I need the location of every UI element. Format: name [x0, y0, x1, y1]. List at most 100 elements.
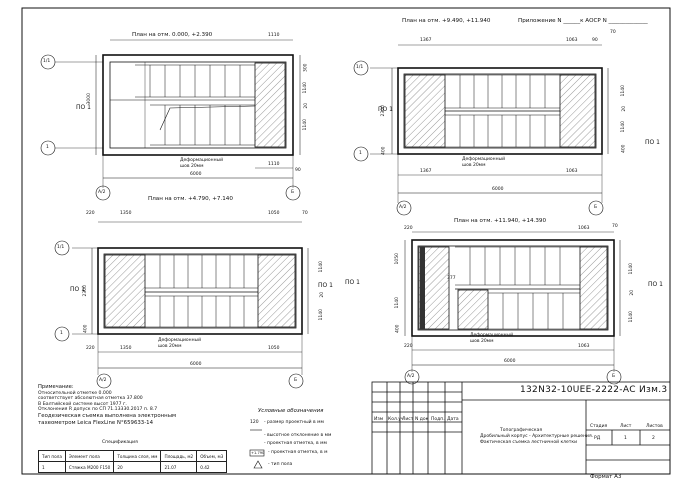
stamp-col: Дата: [447, 417, 459, 422]
axis-a-label-3: А/2: [99, 378, 107, 383]
plan-3-drawing: [54, 221, 309, 389]
plan-1-drawing: [40, 39, 301, 201]
dim-p4-total: 6000: [504, 359, 516, 364]
axis-b-label-3: Б: [294, 378, 298, 383]
notes-line: соответствует абсолютная отметка 37.800: [38, 396, 143, 402]
stamp-desc: Дробильный корпус - Архитектурные решени…: [480, 434, 594, 439]
dim-p3-t3: 1050: [268, 211, 280, 216]
table-row: 1 Стяжка М200 F150 20 21.07 0.42: [38, 461, 228, 473]
dim-p2-r2: 20: [622, 105, 628, 112]
axis-1-label: 1: [46, 145, 49, 150]
stamp-desc: Фактическая съемка лестничной клетки: [480, 440, 578, 445]
dim-p4-b2: 1063: [578, 344, 590, 349]
dim-p1-r3: 20: [304, 102, 310, 109]
plan-2-drawing: [353, 44, 609, 216]
dim-p4-t2: 1063: [578, 226, 590, 231]
dim-p3-r1: 1140: [318, 261, 324, 273]
dim-p4-t3: 70: [612, 224, 618, 229]
legend-item: - проектная отметка, в м: [268, 450, 328, 455]
notes-line: В Балтийской системе высот 1977 г.: [38, 401, 127, 407]
spec-cell: 0.42: [196, 461, 228, 473]
dim-p2-total: 6000: [492, 187, 504, 192]
plan-3-corridor-right: ПО 1: [318, 282, 333, 289]
plan-2-joint: Деформационный шов 20мм: [462, 157, 505, 168]
dim-p3-left: 2300: [82, 285, 88, 297]
plan-4-drawing: [404, 231, 622, 385]
stamp-col: Подп.: [431, 417, 445, 422]
plan-4-corridor: ПО 1: [345, 279, 360, 286]
dim-p3-t2: 1350: [120, 211, 132, 216]
dim-p4-r1: 1140: [628, 263, 634, 275]
dim-p3-b3: 1050: [268, 346, 280, 351]
dim-p2-r1: 1140: [620, 85, 626, 97]
axis-a-label-4: А/2: [407, 374, 415, 379]
plan-4-joint: Деформационный шов 20мм: [470, 333, 513, 344]
spec-table: Тип пола Элемент пола Толщина слоя, мм П…: [38, 450, 228, 473]
dim-p4-mid: 377: [447, 276, 456, 281]
axis-1-label-3: 1: [60, 331, 63, 336]
stamp-sheet: 1: [624, 436, 627, 441]
dim-p4-l2: 400: [395, 324, 401, 334]
spec-header-cell: Тип пола: [38, 450, 66, 462]
notes-line: тахеометром Leica FlexLine N°659633-14: [38, 419, 154, 426]
legend-item: - тип пола: [268, 462, 293, 467]
dim-p4-t1: 220: [404, 226, 413, 231]
notes-line: Геодезическая съемка выполнена электронн…: [38, 412, 177, 419]
dim-p4-b1: 220: [404, 344, 413, 349]
plan-2-corridor: ПО 1: [378, 106, 393, 113]
dim-p4-r2: 20: [630, 289, 636, 296]
axis-1-1-label: 1/1: [43, 59, 51, 64]
spec-cell: 1: [38, 461, 66, 473]
stamp-sheets: 2: [652, 436, 655, 441]
dim-p3-l2: 400: [83, 324, 89, 334]
spec-header-cell: Элемент пола: [64, 450, 115, 462]
plan-3-corridor: ПО 1: [70, 286, 85, 293]
stamp-col: Изм: [374, 417, 384, 422]
dim-p1-bottom: 1110: [268, 162, 280, 167]
dim-p3-b1: 220: [86, 346, 95, 351]
legend-item: - высотное отклонение в мм: [264, 433, 332, 438]
axis-1-1-label-3: 1/1: [57, 245, 65, 250]
dim-p1-b90: 90: [295, 168, 301, 173]
axis-1-label-2: 1: [359, 151, 362, 156]
stamp-desc: Топографическая: [500, 428, 543, 433]
dim-p3-b2: 1350: [120, 346, 132, 351]
dim-p2-t1: 1367: [420, 38, 432, 43]
plan-1-title: План на отм. 0.000, +2.390: [132, 32, 213, 38]
axis-a-label-1: А/2: [98, 190, 106, 195]
spec-cell: 21.07: [160, 461, 198, 473]
notes-line: Отклонения R допуск по СП 71.13330.2017 …: [38, 407, 158, 413]
legend-heading: Условные обозначения: [258, 408, 324, 414]
legend-symbols: [249, 429, 265, 469]
dim-p1-r4: 1140: [302, 119, 308, 131]
axis-b-label-4: Б: [612, 374, 616, 379]
dim-p2-t3: 90: [592, 38, 598, 43]
legend-sym2: +1.790: [251, 451, 265, 455]
axis-1-1-label-2: 1/1: [356, 65, 364, 70]
dim-p1-top: 1110: [268, 33, 280, 38]
stamp-sheet-header: Лист: [620, 424, 632, 429]
dim-p1-left: 3000: [86, 93, 92, 105]
dim-p4-l3: 1140: [394, 297, 400, 309]
plan-2-corridor-right: ПО 1: [645, 139, 660, 146]
stamp-sheets-header: Листов: [646, 424, 663, 429]
plan-3-title: План на отм. +4.790, +7.140: [148, 196, 233, 202]
dim-p2-left: 2300: [380, 105, 386, 117]
table-row: Тип пола Элемент пола Толщина слоя, мм П…: [38, 450, 228, 462]
dim-p4-left: 1050: [394, 253, 400, 265]
spec-header-cell: Площадь, м2: [160, 450, 198, 462]
notes-heading: Примечание:: [38, 384, 74, 390]
dim-p2-l2: 400: [381, 146, 387, 156]
sheet-format: Формат А3: [590, 474, 622, 480]
legend-sym1: 120: [250, 420, 259, 425]
dim-p2-b2: 1063: [566, 169, 578, 174]
plan-3-joint: Деформационный шов 20мм: [158, 338, 201, 349]
axis-b-label-1: Б: [291, 190, 295, 195]
dim-p3-t1: 220: [86, 211, 95, 216]
axis-a-label-2: А/2: [399, 205, 407, 210]
stamp-col: Кол.уч: [388, 417, 404, 422]
plan-1-corridor: ПО 1: [76, 104, 91, 111]
spec-header-cell: Толщина слоя, мм: [113, 450, 162, 462]
spec-header-cell: Объем, м3: [196, 450, 228, 462]
